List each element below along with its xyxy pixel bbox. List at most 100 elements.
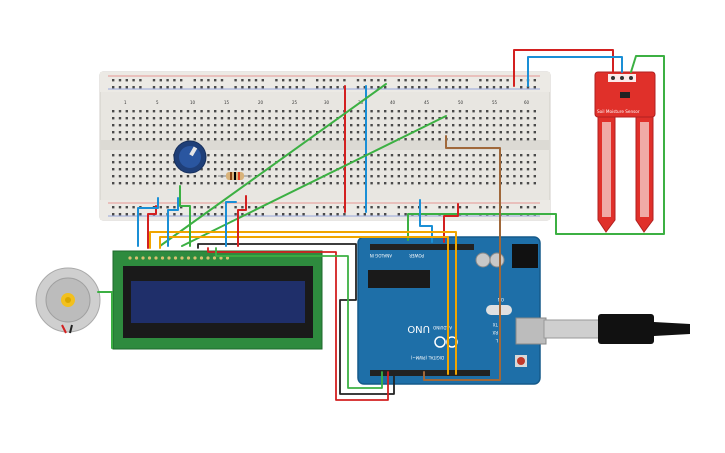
breadboard-hole[interactable] <box>499 79 502 82</box>
breadboard-hole[interactable] <box>112 161 115 164</box>
breadboard-hole[interactable] <box>316 86 319 89</box>
breadboard-hole[interactable] <box>506 154 509 157</box>
breadboard-hole[interactable] <box>288 154 292 157</box>
breadboard-hole[interactable] <box>513 161 516 164</box>
breadboard-hole[interactable] <box>200 182 203 185</box>
breadboard-hole[interactable] <box>220 206 224 209</box>
breadboard-hole[interactable] <box>472 124 475 127</box>
breadboard-hole[interactable] <box>438 161 441 164</box>
breadboard-hole[interactable] <box>241 154 244 157</box>
breadboard-hole[interactable] <box>282 206 285 209</box>
breadboard-hole[interactable] <box>486 168 489 171</box>
breadboard-hole[interactable] <box>336 154 339 157</box>
breadboard-hole[interactable] <box>125 154 128 157</box>
breadboard-hole[interactable] <box>118 86 122 89</box>
breadboard-hole[interactable] <box>370 175 373 178</box>
breadboard-hole[interactable] <box>316 124 319 127</box>
breadboard-hole[interactable] <box>452 131 455 134</box>
breadboard-hole[interactable] <box>322 110 326 113</box>
breadboard-hole[interactable] <box>458 124 462 127</box>
breadboard-hole[interactable] <box>173 213 176 216</box>
breadboard-hole[interactable] <box>302 175 305 178</box>
breadboard-hole[interactable] <box>499 110 502 113</box>
breadboard-hole[interactable] <box>356 175 360 178</box>
breadboard-hole[interactable] <box>329 175 332 178</box>
breadboard-hole[interactable] <box>329 168 332 171</box>
breadboard-hole[interactable] <box>418 110 421 113</box>
breadboard-hole[interactable] <box>282 168 285 171</box>
lcd-pin[interactable] <box>225 256 230 260</box>
lcd-pin[interactable] <box>167 256 171 260</box>
breadboard-hole[interactable] <box>282 117 285 120</box>
breadboard-hole[interactable] <box>112 175 115 178</box>
lcd-pin[interactable] <box>128 256 132 260</box>
breadboard-hole[interactable] <box>465 117 468 120</box>
breadboard-hole[interactable] <box>397 110 400 113</box>
breadboard-hole[interactable] <box>397 161 400 164</box>
breadboard-hole[interactable] <box>248 161 251 164</box>
breadboard-hole[interactable] <box>207 213 210 216</box>
breadboard-hole[interactable] <box>207 182 210 185</box>
breadboard-hole[interactable] <box>288 182 292 185</box>
breadboard-hole[interactable] <box>207 124 210 127</box>
breadboard-hole[interactable] <box>132 110 135 113</box>
breadboard-hole[interactable] <box>166 175 169 178</box>
breadboard-hole[interactable] <box>275 124 278 127</box>
breadboard-hole[interactable] <box>526 124 530 127</box>
arduino-uno-board[interactable]: UNO ARDUINO POWER ANALOG IN DIGITAL (PWM… <box>357 236 547 385</box>
breadboard-hole[interactable] <box>261 168 264 171</box>
breadboard-hole[interactable] <box>193 182 196 185</box>
breadboard-hole[interactable] <box>125 86 128 89</box>
breadboard-hole[interactable] <box>302 131 305 134</box>
breadboard-hole[interactable] <box>309 117 312 120</box>
breadboard-hole[interactable] <box>404 110 407 113</box>
breadboard-hole[interactable] <box>173 175 176 178</box>
breadboard-hole[interactable] <box>363 86 366 89</box>
breadboard-hole[interactable] <box>166 110 169 113</box>
breadboard-hole[interactable] <box>397 168 400 171</box>
breadboard-hole[interactable] <box>411 110 414 113</box>
breadboard-hole[interactable] <box>173 168 176 171</box>
breadboard-hole[interactable] <box>118 124 122 127</box>
breadboard-hole[interactable] <box>139 110 142 113</box>
breadboard-hole[interactable] <box>506 131 509 134</box>
breadboard-hole[interactable] <box>458 138 462 141</box>
breadboard-hole[interactable] <box>431 154 434 157</box>
breadboard-hole[interactable] <box>295 182 298 185</box>
breadboard-hole[interactable] <box>234 117 237 120</box>
breadboard-hole[interactable] <box>254 138 258 141</box>
breadboard-hole[interactable] <box>418 138 421 141</box>
breadboard-hole[interactable] <box>166 86 169 89</box>
breadboard-hole[interactable] <box>275 175 278 178</box>
breadboard-hole[interactable] <box>132 206 135 209</box>
breadboard-hole[interactable] <box>520 138 523 141</box>
breadboard-hole[interactable] <box>486 86 489 89</box>
breadboard-hole[interactable] <box>200 131 203 134</box>
breadboard-hole[interactable] <box>479 182 482 185</box>
usb-cable[interactable] <box>543 314 690 344</box>
breadboard-hole[interactable] <box>220 79 224 82</box>
breadboard-hole[interactable] <box>438 175 441 178</box>
lcd-pin[interactable] <box>206 256 210 260</box>
breadboard-hole[interactable] <box>241 138 244 141</box>
breadboard-hole[interactable] <box>112 110 115 113</box>
breadboard-hole[interactable] <box>200 168 203 171</box>
breadboard-hole[interactable] <box>234 161 237 164</box>
breadboard-hole[interactable] <box>445 175 448 178</box>
breadboard-hole[interactable] <box>234 131 237 134</box>
breadboard-hole[interactable] <box>139 79 142 82</box>
breadboard-hole[interactable] <box>465 161 468 164</box>
breadboard-hole[interactable] <box>533 161 536 164</box>
breadboard-hole[interactable] <box>370 110 373 113</box>
breadboard-hole[interactable] <box>159 161 162 164</box>
breadboard-hole[interactable] <box>180 175 183 178</box>
breadboard-hole[interactable] <box>193 213 196 216</box>
breadboard-hole[interactable] <box>397 131 400 134</box>
breadboard-hole[interactable] <box>132 182 135 185</box>
breadboard-hole[interactable] <box>452 117 455 120</box>
breadboard-hole[interactable] <box>288 131 292 134</box>
breadboard-hole[interactable] <box>458 131 462 134</box>
breadboard-hole[interactable] <box>200 86 203 89</box>
breadboard-hole[interactable] <box>241 206 244 209</box>
breadboard-hole[interactable] <box>424 175 428 178</box>
